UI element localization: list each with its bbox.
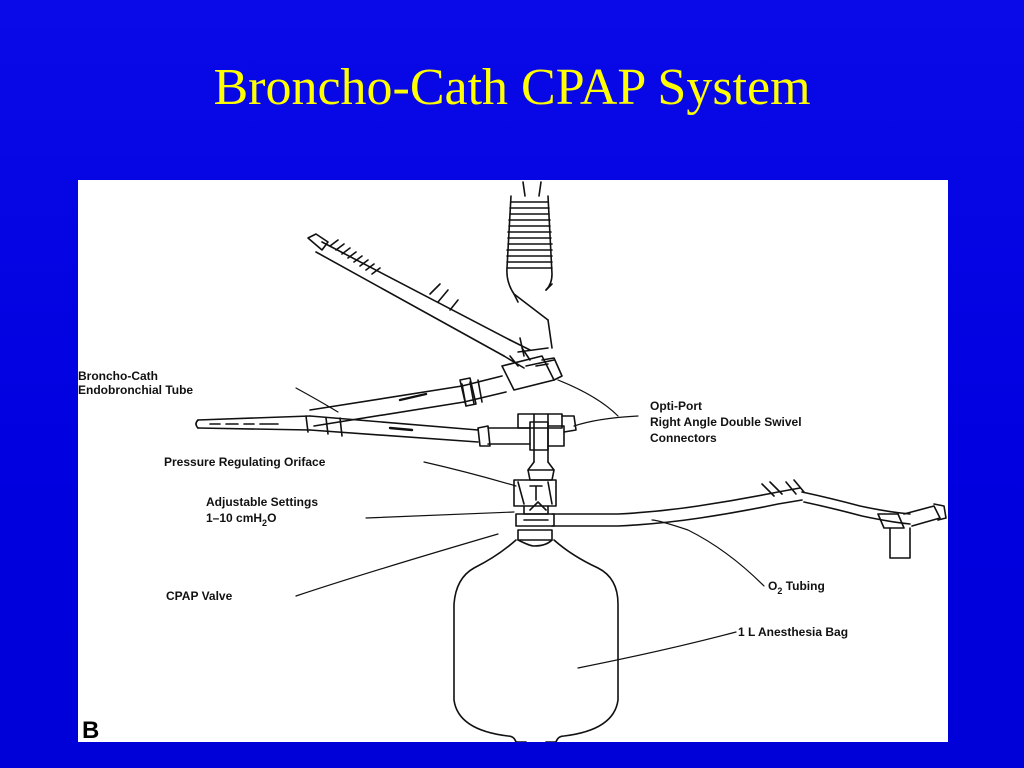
- y-connector-limb: [307, 233, 555, 369]
- endobronchial-tube-lower: [195, 415, 565, 451]
- label-pressure-orifice: Pressure Regulating Oriface: [164, 455, 326, 469]
- label-anesthesia-bag: 1 L Anesthesia Bag: [738, 625, 848, 639]
- anesthesia-bag: [453, 539, 619, 742]
- label-settings-range: 1–10 cmH2O: [206, 511, 276, 528]
- label-connectors: Connectors: [650, 431, 717, 445]
- label-cpap-valve: CPAP Valve: [166, 589, 233, 603]
- pressure-orifice: [513, 479, 557, 515]
- panel-letter: B: [82, 717, 99, 742]
- slide-title: Broncho-Cath CPAP System: [213, 59, 811, 116]
- diagram-panel: Broncho-Cath Endobronchial Tube Opti-Por…: [78, 180, 948, 742]
- right-angle-connector: [517, 413, 577, 463]
- label-adjustable-settings: Adjustable Settings: [206, 495, 318, 509]
- label-opti-port: Opti-Port: [650, 399, 702, 413]
- leader-lines: [295, 379, 765, 669]
- label-endobronchial-tube: Endobronchial Tube: [78, 383, 193, 397]
- oxygen-tubing: [551, 479, 947, 559]
- label-right-angle-swivel: Right Angle Double Swivel: [650, 415, 802, 429]
- corrugated-tube: [506, 181, 553, 357]
- diagram-labels: Broncho-Cath Endobronchial Tube Opti-Por…: [78, 369, 848, 742]
- label-broncho-cath: Broncho-Cath: [78, 369, 158, 383]
- opti-port-upper: [501, 355, 563, 391]
- label-o2-tubing: O2 Tubing: [768, 579, 825, 596]
- cpap-diagram: Broncho-Cath Endobronchial Tube Opti-Por…: [78, 181, 947, 742]
- adjustable-settings-collar: [515, 513, 555, 547]
- endobronchial-tube-upper: [309, 375, 507, 427]
- valve-stem: [527, 461, 555, 481]
